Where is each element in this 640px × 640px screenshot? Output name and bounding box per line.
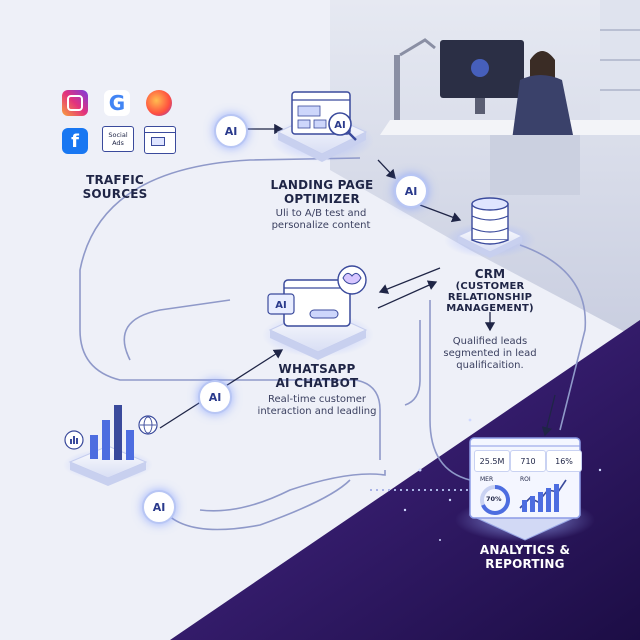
crm-title-line1: CRM [474,267,506,281]
gauge-value: 70% [486,495,502,503]
ai-badge-landing: AI [394,174,428,208]
ai-badge-traffic: AI [214,114,248,148]
crm-title-line3: RELATIONSHIP [447,292,533,303]
crm-desc-line2: segmented in lead [443,348,537,359]
chatbot-title: WHATSAPP AI CHATBOT [262,362,372,390]
database-icon [471,197,509,245]
facebook-icon: f [62,128,88,154]
landing-page-title: LANDING PAGE OPTIMIZER [262,178,382,206]
chatbot-desc-line1: Real-time customer [267,394,367,405]
web-click-icon [144,126,176,154]
landing-title-line2: OPTIMIZER [284,192,360,206]
analytics-title-line1: ANALYTICS & [479,543,571,557]
social-ads-label-line2: Ads [112,139,124,147]
ai-badge-chatbot: AI [198,380,232,414]
landing-page-node[interactable]: AI [270,91,374,162]
traffic-title-line1: TRAFFIC [86,173,144,187]
social-ads-label-line1: Social [108,131,128,139]
ai-badge-bottom: AI [142,490,176,524]
chatbot-desc-line2: interaction and leadling [257,406,377,417]
landing-desc-line1: Uli to A/B test and [275,208,367,219]
analytics-title-line2: REPORTING [485,557,565,571]
crm-title: CRM (CUSTOMER RELATIONSHIP MANAGEMENT) [430,267,550,315]
crm-desc-line3: qualificaition. [456,360,524,371]
crm-node[interactable] [444,197,536,258]
magnifier-icon [328,112,352,136]
analytics-title: ANALYTICS & REPORTING [465,543,585,571]
landing-page-desc: Uli to A/B test and personalize content [258,208,384,232]
crm-title-line4: MANAGEMENT) [446,303,534,314]
firefox-icon [146,90,172,116]
connector-lines [79,157,587,531]
sparkles [403,418,602,541]
google-icon: G [104,90,130,116]
landing-ai-label: AI [334,120,345,131]
instagram-icon [62,90,88,116]
social-ads-icon: Social Ads [102,126,134,152]
chatbot-ai-label: AI [275,300,286,311]
metric-25-5m: 25.5M [474,450,510,472]
metric-710: 710 [510,450,546,472]
traffic-title-line2: SOURCES [82,187,148,201]
roi-label: ROI [520,476,531,483]
chatbot-title-line1: WHATSAPP [278,362,356,376]
crm-title-line2: (CUSTOMER [455,281,525,292]
bar-chart-node[interactable] [63,405,158,486]
gauge-label: MER [480,476,494,483]
traffic-sources-title: TRAFFIC SOURCES [70,173,160,201]
chatbot-desc: Real-time customer interaction and leadl… [254,394,380,418]
chatbot-title-line2: AI CHATBOT [275,376,359,390]
arrows [159,123,556,437]
metric-16-percent: 16% [546,450,582,472]
crm-desc: Qualified leads segmented in lead qualif… [430,336,550,372]
landing-title-line1: LANDING PAGE [270,178,374,192]
office-scene [330,0,640,340]
chatbot-node[interactable]: AI [262,265,374,360]
landing-desc-line2: personalize content [271,220,371,231]
purple-background [170,320,640,640]
crm-desc-line1: Qualified leads [452,336,528,347]
